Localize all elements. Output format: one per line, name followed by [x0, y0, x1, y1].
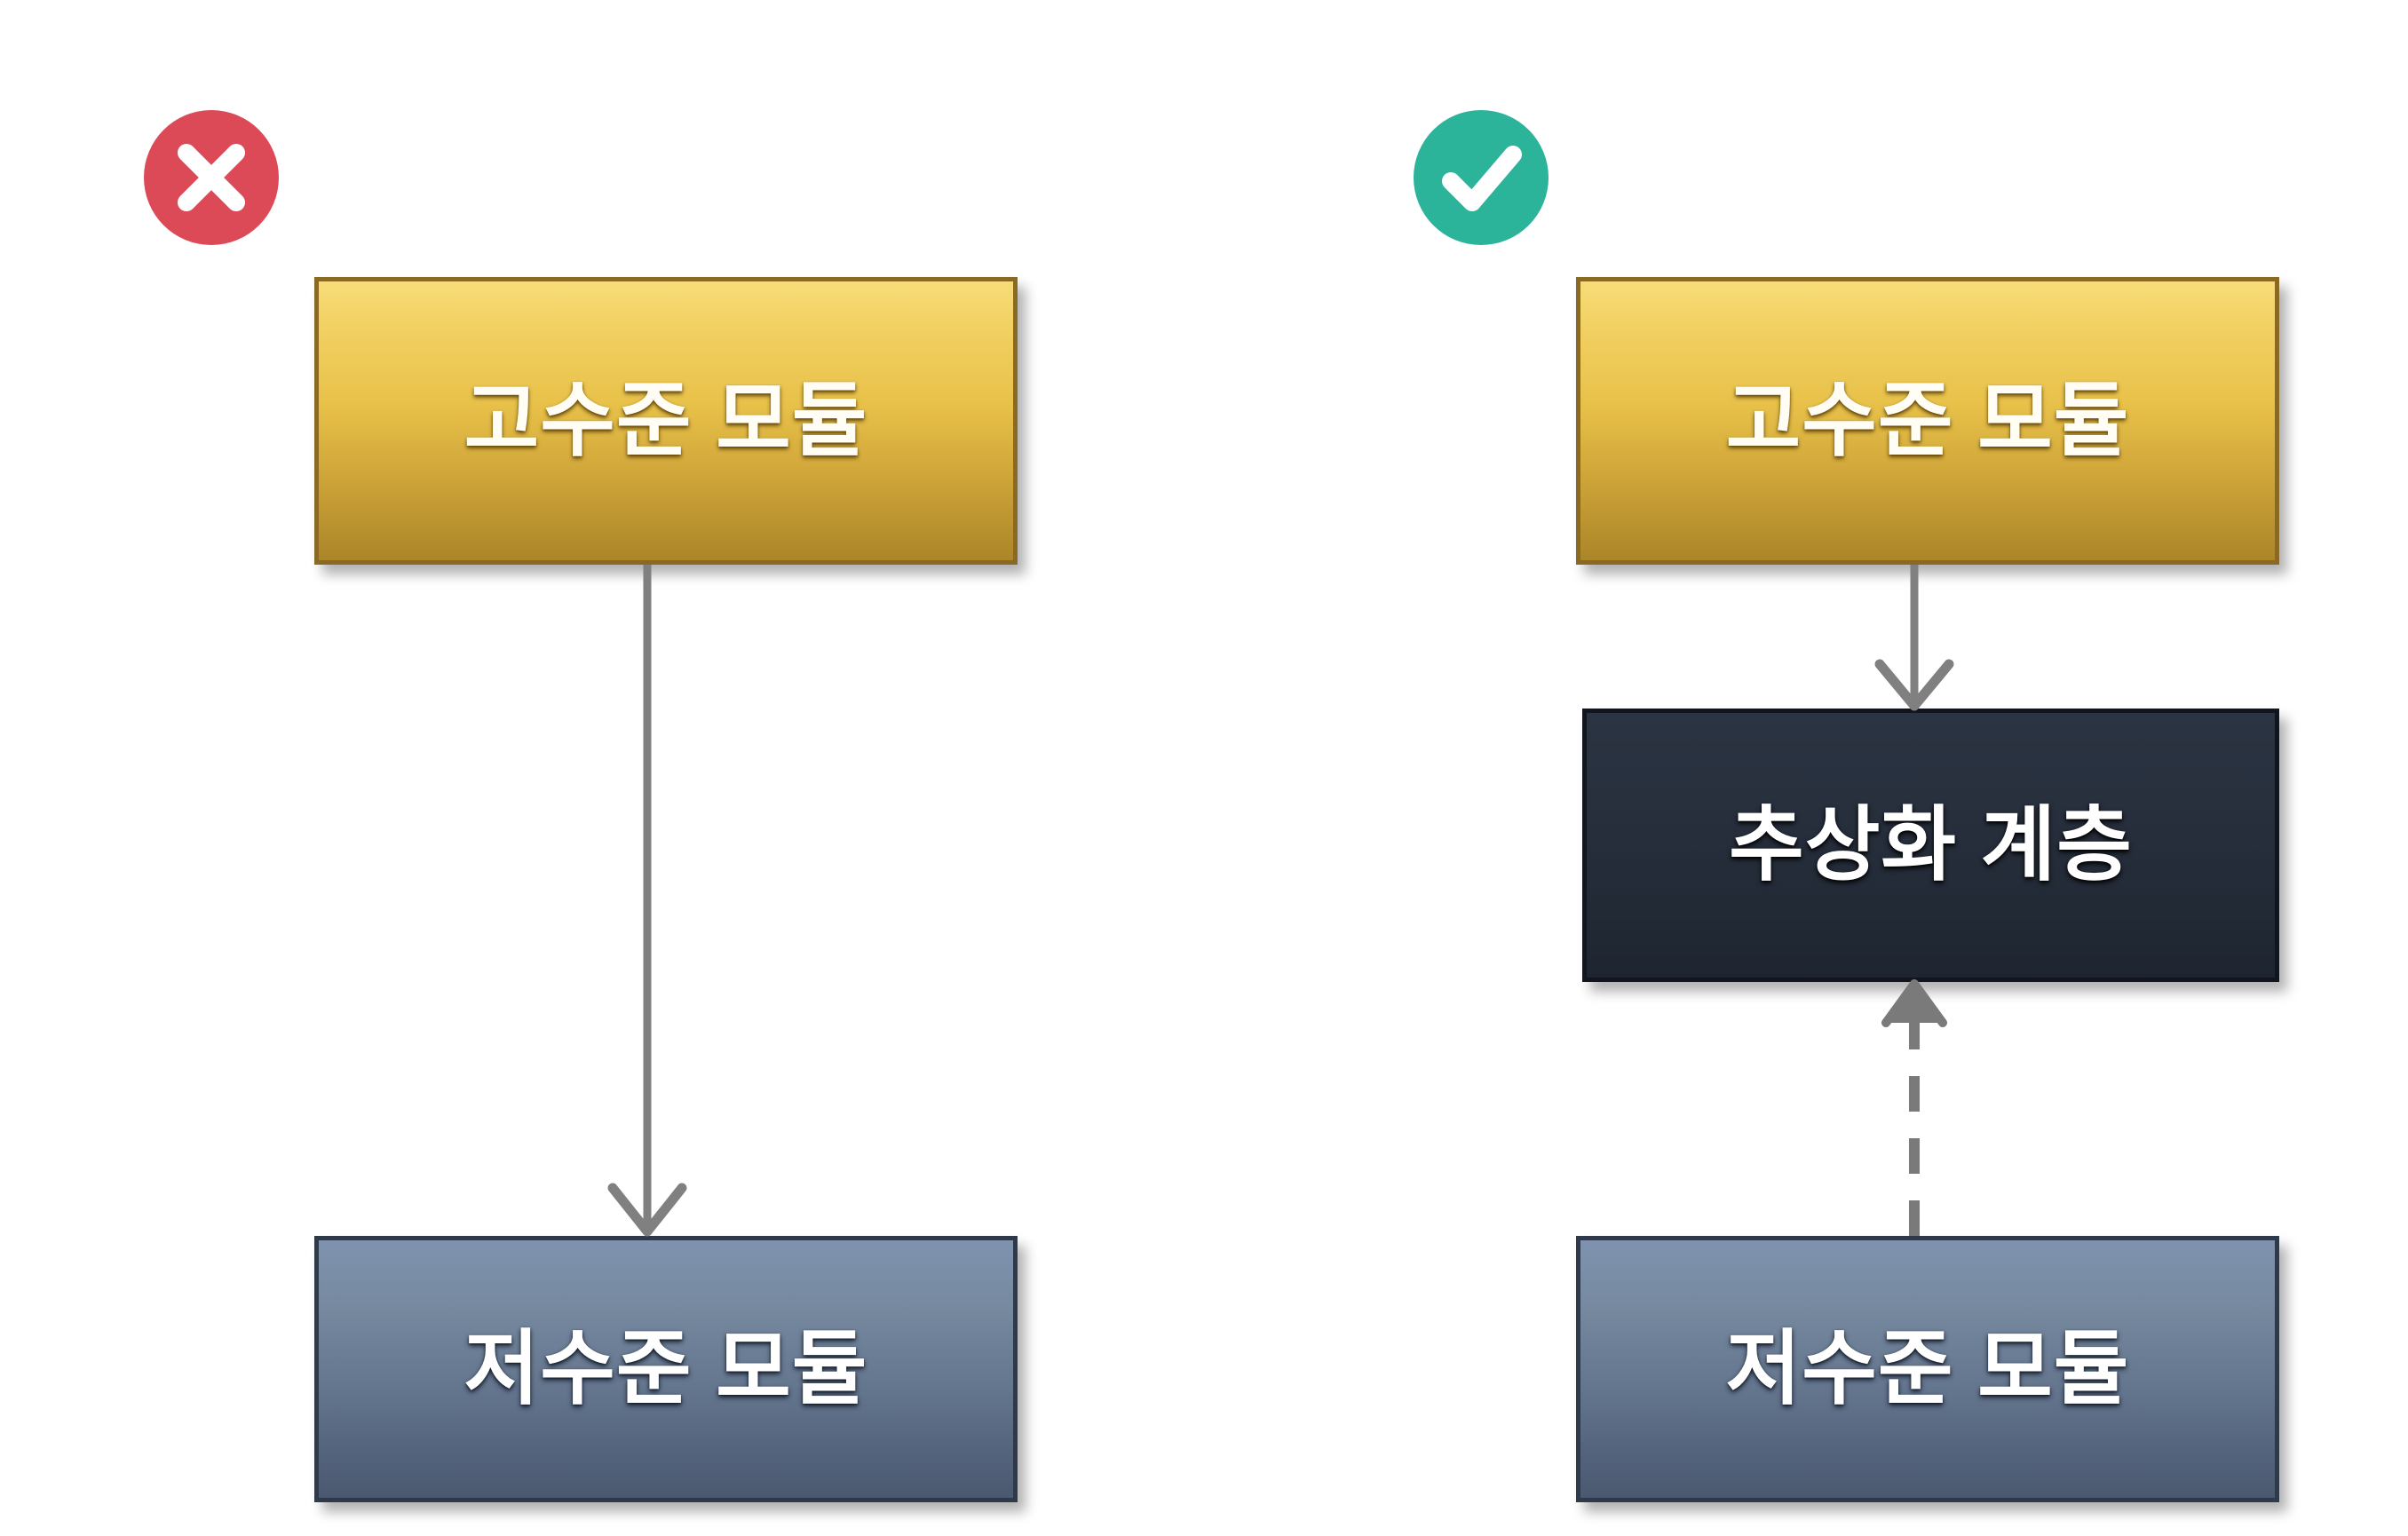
node-label: 고수준 모듈: [1725, 376, 2130, 466]
node-label: 저수준 모듈: [463, 1324, 868, 1414]
node-high-level-module-2[interactable]: 고수준 모듈: [1576, 277, 2279, 565]
node-high-level-module[interactable]: 고수준 모듈: [314, 277, 1018, 565]
edge-low-to-abstraction: [1881, 979, 1947, 1236]
node-low-level-module[interactable]: 저수준 모듈: [314, 1236, 1018, 1502]
node-abstraction-layer[interactable]: 추상화 계층: [1582, 709, 2279, 982]
edge-high-to-low: [607, 565, 687, 1237]
check-icon: [1414, 110, 1549, 245]
node-label: 고수준 모듈: [463, 376, 868, 466]
node-low-level-module-2[interactable]: 저수준 모듈: [1576, 1236, 2279, 1502]
edge-high-to-abstraction: [1874, 565, 1954, 711]
node-label: 추상화 계층: [1729, 800, 2133, 891]
node-label: 저수준 모듈: [1725, 1324, 2130, 1414]
cross-icon: [144, 110, 279, 245]
